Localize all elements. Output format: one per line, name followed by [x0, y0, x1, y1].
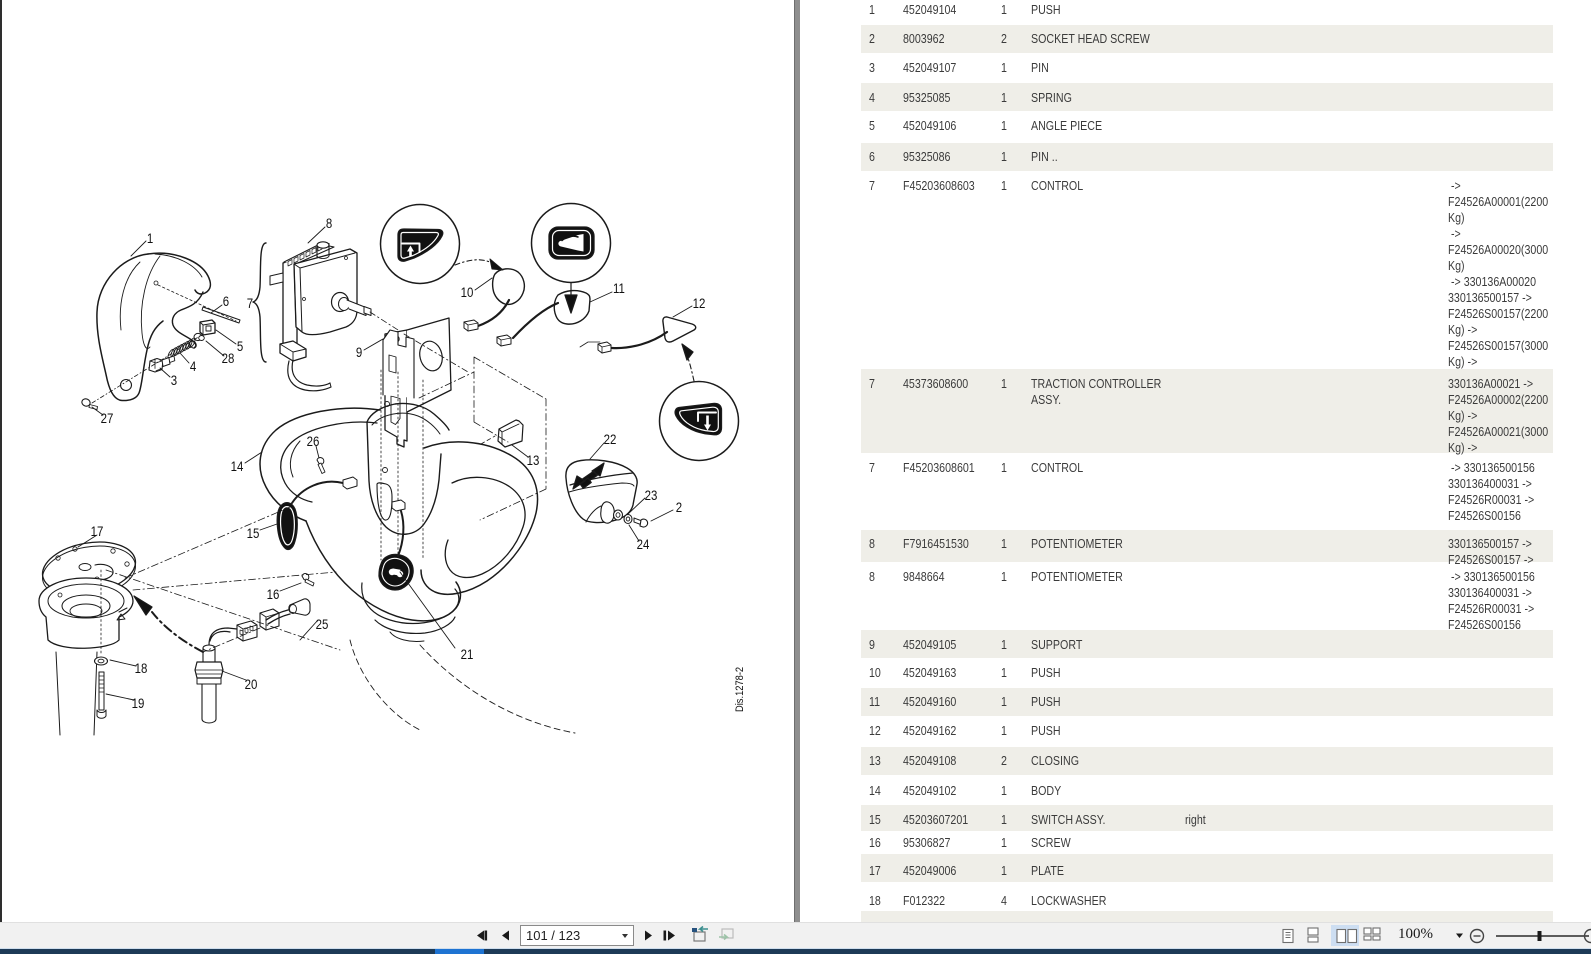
svg-text:2: 2: [676, 500, 682, 515]
svg-text:12: 12: [693, 296, 706, 311]
svg-text:13: 13: [527, 453, 540, 468]
svg-text:5: 5: [237, 339, 243, 354]
svg-text:21: 21: [461, 647, 474, 662]
svg-text:16: 16: [267, 587, 280, 602]
svg-text:18: 18: [135, 661, 148, 676]
svg-text:28: 28: [222, 351, 235, 366]
svg-text:17: 17: [91, 524, 104, 539]
svg-text:26: 26: [307, 434, 320, 449]
svg-text:1: 1: [147, 231, 153, 246]
svg-text:22: 22: [604, 432, 617, 447]
svg-text:25: 25: [316, 617, 329, 632]
svg-text:3: 3: [171, 373, 177, 388]
svg-text:24: 24: [637, 537, 650, 552]
svg-text:10: 10: [461, 285, 474, 300]
svg-text:Dis.1278-2: Dis.1278-2: [734, 667, 746, 712]
svg-text:15: 15: [247, 526, 260, 541]
svg-text:14: 14: [231, 459, 244, 474]
svg-text:11: 11: [613, 281, 625, 296]
svg-text:20: 20: [245, 677, 258, 692]
svg-text:23: 23: [645, 488, 658, 503]
svg-text:6: 6: [223, 294, 229, 309]
svg-text:19: 19: [132, 696, 145, 711]
svg-text:8: 8: [326, 216, 332, 231]
svg-text:27: 27: [101, 411, 114, 426]
svg-text:9: 9: [356, 345, 362, 360]
svg-text:7: 7: [247, 296, 253, 311]
svg-text:4: 4: [190, 359, 196, 374]
